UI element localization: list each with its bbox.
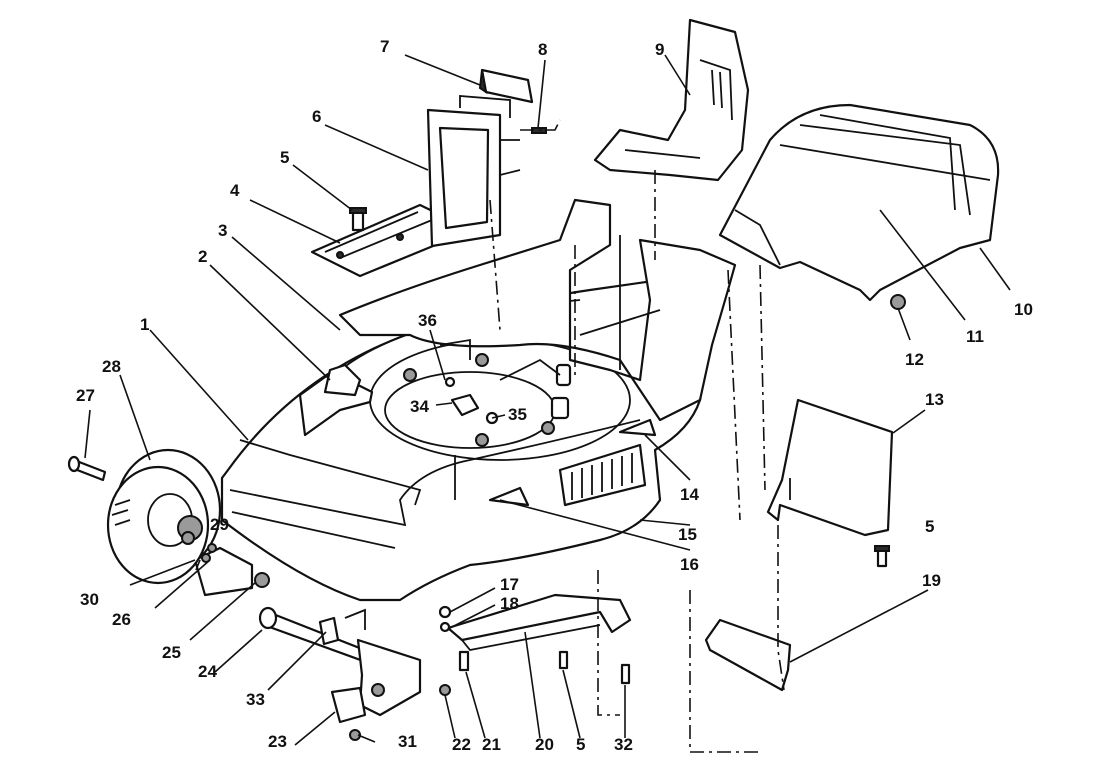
callout-10: 10 — [1014, 300, 1033, 319]
part-19-bracket — [704, 618, 792, 692]
callout-27: 27 — [76, 386, 95, 405]
part-23-knob — [330, 686, 367, 741]
callout-7: 7 — [380, 37, 389, 56]
callout-36: 36 — [418, 311, 437, 330]
callout-16: 16 — [680, 555, 699, 574]
callout-17: 17 — [500, 575, 519, 594]
callout-23: 23 — [268, 732, 287, 751]
callout-32: 32 — [614, 735, 633, 754]
callout-14: 14 — [680, 485, 699, 504]
leader-lines — [84, 54, 1011, 746]
part-21-bolt — [458, 650, 470, 672]
callout-25: 25 — [162, 643, 181, 662]
callout-35: 35 — [508, 405, 527, 424]
callout-20: 20 — [535, 735, 554, 754]
callout-26: 26 — [112, 610, 131, 629]
callout-15: 15 — [678, 525, 697, 544]
part-13-shield — [766, 398, 894, 537]
part-32-screw — [620, 663, 631, 685]
callout-22: 22 — [452, 735, 471, 754]
part-24-axle — [254, 572, 392, 672]
part-5-screw-lower — [558, 650, 569, 670]
callout-30: 30 — [80, 590, 99, 609]
callout-12: 12 — [905, 350, 924, 369]
callout-2: 2 — [198, 247, 207, 266]
part-28-wheel — [106, 448, 222, 585]
assembly-center-lines — [489, 119, 785, 753]
deck-housing — [220, 198, 737, 602]
part-9-chute — [593, 18, 750, 182]
part-7-wedge — [478, 68, 534, 104]
callout-9: 9 — [655, 40, 664, 59]
part-5-screw-top — [349, 207, 367, 232]
callout-31: 31 — [398, 732, 417, 751]
callout-21: 21 — [482, 735, 501, 754]
part-17-18-nut-washer — [438, 605, 452, 633]
part-6-frame — [426, 95, 521, 248]
callout-18: 18 — [500, 594, 519, 613]
callout-11: 11 — [966, 327, 984, 346]
part-29-washer — [201, 543, 217, 563]
callout-33: 33 — [246, 690, 265, 709]
callout-5-lower: 5 — [576, 735, 585, 754]
callout-24: 24 — [198, 662, 217, 681]
callout-3: 3 — [218, 221, 227, 240]
callout-5-right: 5 — [925, 517, 934, 536]
callout-13: 13 — [925, 390, 944, 409]
callout-labels: 1 2 3 4 5 6 7 8 9 10 11 12 13 14 15 16 5… — [76, 37, 1033, 754]
part-5-screw-right — [874, 545, 890, 568]
callout-29: 29 — [210, 515, 229, 534]
callout-28: 28 — [102, 357, 121, 376]
callout-8: 8 — [538, 40, 547, 59]
callout-5-top: 5 — [280, 148, 289, 167]
part-12-nut — [890, 294, 906, 310]
callout-4: 4 — [230, 181, 240, 200]
callout-34: 34 — [410, 397, 429, 416]
callout-1: 1 — [140, 315, 149, 334]
callout-19: 19 — [922, 571, 941, 590]
part-27-bolt — [67, 455, 107, 482]
part-10-bag-lid — [718, 103, 1000, 302]
part-20-lower-bracket — [446, 593, 632, 651]
callout-6: 6 — [312, 107, 321, 126]
